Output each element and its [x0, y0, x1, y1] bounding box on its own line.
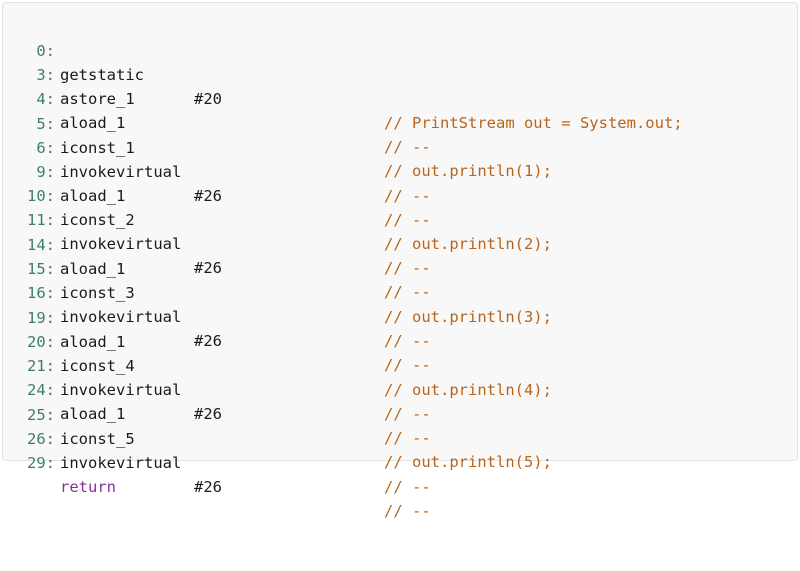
instruction-offset: 15:	[27, 260, 55, 278]
comment: // --	[384, 405, 431, 423]
opcode: invokevirtual	[60, 308, 182, 326]
instruction-offset: 5:	[36, 115, 55, 133]
code-line: 6: invokevirtual #26 // --	[3, 112, 430, 229]
code-line: 0: getstatic #20 // PrintStream out = Sy…	[3, 15, 682, 132]
instruction-offset: 11:	[27, 211, 55, 229]
operand: #26	[194, 332, 222, 350]
opcode: invokevirtual	[60, 381, 182, 399]
instruction-offset: 26:	[27, 430, 55, 448]
operand: #26	[194, 187, 222, 205]
opcode: aload_1	[60, 333, 126, 351]
opcode: getstatic	[60, 66, 144, 84]
code-line: 21: invokevirtual #26 // --	[3, 330, 431, 447]
code-line: 10: iconst_2 // --	[3, 160, 431, 277]
instruction-offset: 3:	[36, 66, 55, 84]
comment: // --	[384, 502, 431, 520]
code-line: 19: aload_1 // out.println(4);	[3, 282, 552, 399]
instruction-offset: 10:	[27, 187, 55, 205]
comment: // --	[384, 283, 431, 301]
instruction-offset: 6:	[36, 139, 55, 157]
opcode: iconst_3	[60, 284, 135, 302]
comment: // --	[384, 259, 431, 277]
comment: // --	[384, 429, 431, 447]
instruction-offset: 16:	[27, 284, 55, 302]
comment: // out.println(5);	[384, 453, 552, 471]
operand: #26	[194, 259, 222, 277]
opcode: iconst_5	[60, 430, 135, 448]
opcode: aload_1	[60, 187, 126, 205]
instruction-offset: 19:	[27, 309, 55, 327]
comment: // PrintStream out = System.out;	[384, 114, 683, 132]
opcode: invokevirtual	[60, 235, 182, 253]
code-line: 9: aload_1 // out.println(2);	[3, 136, 552, 253]
comment: // out.println(3);	[384, 308, 552, 326]
code-line: 11: invokevirtual #26 // --	[3, 184, 431, 301]
code-line: 4: aload_1 // out.println(1);	[3, 63, 552, 180]
operand: #20	[194, 90, 222, 108]
code-line: 20: iconst_4 // --	[3, 306, 431, 423]
instruction-offset: 24:	[27, 381, 55, 399]
code-line: 5: iconst_1 // --	[3, 88, 430, 205]
instruction-offset: 4:	[36, 90, 55, 108]
opcode: iconst_4	[60, 357, 135, 375]
opcode: iconst_2	[60, 211, 135, 229]
opcode: aload_1	[60, 260, 126, 278]
instruction-offset: 21:	[27, 357, 55, 375]
code-line: 16: invokevirtual #26 // --	[3, 257, 431, 374]
instruction-offset: 14:	[27, 236, 55, 254]
comment: // --	[384, 332, 431, 350]
bytecode-listing: 0: getstatic #20 // PrintStream out = Sy…	[2, 2, 798, 520]
instruction-offset: 20:	[27, 333, 55, 351]
code-line: 26: invokevirtual #26 // --	[3, 403, 431, 520]
comment: // --	[384, 478, 431, 496]
return-keyword: return	[60, 478, 116, 496]
instruction-offset: 9:	[36, 163, 55, 181]
comment: // out.println(4);	[384, 381, 552, 399]
code-line: 15: iconst_3 // --	[3, 233, 431, 350]
comment: // --	[384, 138, 431, 156]
code-line: 29: return	[3, 427, 116, 496]
code-line: 25: iconst_5 // --	[3, 379, 431, 496]
opcode: aload_1	[60, 405, 126, 423]
opcode: invokevirtual	[60, 454, 182, 472]
comment: // --	[384, 187, 431, 205]
comment: // out.println(2);	[384, 235, 552, 253]
operand: #26	[194, 405, 222, 423]
code-line: 24: aload_1 // out.println(5);	[3, 354, 552, 471]
instruction-offset: 0:	[36, 42, 55, 60]
operand: #26	[194, 478, 222, 496]
opcode: aload_1	[60, 114, 126, 132]
comment: // --	[384, 356, 431, 374]
instruction-offset: 25:	[27, 406, 55, 424]
opcode: astore_1	[60, 90, 135, 108]
comment: // --	[384, 211, 431, 229]
instruction-offset: 29:	[27, 454, 55, 472]
opcode: iconst_1	[60, 139, 135, 157]
comment: // out.println(1);	[384, 162, 552, 180]
code-line: 3: astore_1 // --	[3, 39, 430, 156]
code-line: 14: aload_1 // out.println(3);	[3, 209, 552, 326]
opcode: invokevirtual	[60, 163, 182, 181]
